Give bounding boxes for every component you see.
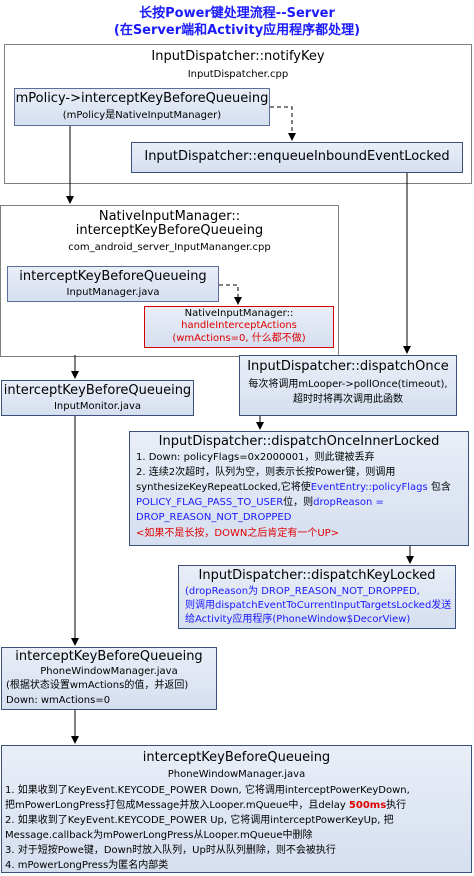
pwm-intercept-heading: interceptKeyBeforeQueueing <box>15 649 203 664</box>
input-monitor-file: InputMonitor.java <box>53 401 142 412</box>
pwm-power-line2-a: 把mPowerLongPress打包成Message并放入Looper.mQue… <box>5 800 349 811</box>
handle-intercept-line3: (wmActions=0, 什么都不做) <box>172 333 306 344</box>
dispatch-inner-box: InputDispatcher::dispatchOnceInnerLocked… <box>129 431 469 546</box>
pwm-intercept-line1: (根据状态设置wmActions的值，并返回) <box>6 680 189 691</box>
policy-flags-text: EventEntry::policyFlags <box>310 482 428 493</box>
pwm-intercept-line2: Down: wmActions=0 <box>6 695 111 706</box>
dispatch-key-line2: 则调用dispatchEventToCurrentInputTargetsLoc… <box>185 600 452 611</box>
handle-intercept-line2: handleInterceptActions <box>181 320 297 331</box>
pwm-power-file: PhoneWindowManager.java <box>167 769 306 780</box>
dispatch-once-line1: 每次将调用mLooper->pollOnce(timeout), <box>248 379 448 390</box>
bit-text: 位，则 <box>283 497 314 508</box>
input-monitor-heading: interceptKeyBeforeQueueing <box>3 383 192 398</box>
handle-intercept-actions-box: NativeInputManager:: handleInterceptActi… <box>144 306 334 348</box>
pwm-power-line2-c: 执行 <box>386 800 407 811</box>
dispatch-inner-line3: synthesizeKeyRepeatLocked,它将使EventEntry:… <box>136 481 451 495</box>
dispatch-inner-line6: <如果不是长按，DOWN之后肯定有一个UP> <box>136 528 340 539</box>
drop-reason-text: dropReason = <box>313 497 384 508</box>
input-monitor-box: interceptKeyBeforeQueueing InputMonitor.… <box>1 380 194 416</box>
dispatch-inner-line1: 1. Down: policyFlags=0x2000001，则此键被丢弃 <box>136 452 375 463</box>
dispatch-key-line3: 给Activity应用程序(PhoneWindow$DecorView) <box>185 614 411 625</box>
delay-500ms: 500ms <box>348 800 387 811</box>
dispatch-inner-line2: 2. 连续2次超时，队列为空，则表示长按Power键，则调用 <box>136 467 396 478</box>
dispatch-inner-heading: InputDispatcher::dispatchOnceInnerLocked <box>158 434 440 449</box>
dispatch-inner-line4: POLICY_FLAG_PASS_TO_USER位，则dropReason = <box>136 496 384 510</box>
policy-intercept-box: mPolicy->interceptKeyBeforeQueueing (mPo… <box>14 88 270 126</box>
pwm-power-line1: 1. 如果收到了KeyEvent.KEYCODE_POWER Down, 它将调… <box>5 785 410 796</box>
pwm-power-heading: interceptKeyBeforeQueueing <box>142 750 331 765</box>
input-manager-heading: interceptKeyBeforeQueueing <box>19 269 207 284</box>
handle-intercept-line1: NativeInputManager:: <box>184 308 294 319</box>
native-heading-2: interceptKeyBeforeQueueing <box>75 223 264 238</box>
dispatch-once-line2: 超时时将再次调用此函数 <box>293 394 403 405</box>
enqueue-inbound-heading: InputDispatcher::enqueueInboundEventLock… <box>144 149 450 164</box>
synthesize-text: synthesizeKeyRepeatLocked,它将使 <box>136 482 311 493</box>
pwm-intercept-box: interceptKeyBeforeQueueing PhoneWindowMa… <box>1 647 217 710</box>
pwm-power-line3: 2. 如果收到了KeyEvent.KEYCODE_POWER Up, 它将调用i… <box>5 815 394 826</box>
input-manager-file: InputManager.java <box>66 287 160 298</box>
pwm-power-line6: 4. mPowerLongPress为匿名内部类 <box>5 860 169 871</box>
dispatch-key-box: InputDispatcher::dispatchKeyLocked (drop… <box>178 565 456 629</box>
diagram-subtitle: (在Server端和Activity应用程序都处理) <box>113 23 361 38</box>
dispatch-inner-line5: DROP_REASON_NOT_DROPPED <box>136 512 292 523</box>
pwm-power-line2: 把mPowerLongPress打包成Message并放入Looper.mQue… <box>5 799 406 813</box>
pwm-intercept-file: PhoneWindowManager.java <box>40 666 178 677</box>
policy-intercept-note: (mPolicy是NativeInputManager) <box>62 110 222 121</box>
pwm-power-line5: 3. 对于短按Powe键，Down时放入队列，Up时从队列删除，则不会被执行 <box>5 845 336 856</box>
dispatch-key-line1: (dropReason为 DROP_REASON_NOT_DROPPED, <box>185 586 420 597</box>
policy-intercept-heading: mPolicy->interceptKeyBeforeQueueing <box>15 91 269 106</box>
contains-text: 包含 <box>427 482 451 493</box>
dispatch-key-heading: InputDispatcher::dispatchKeyLocked <box>198 568 436 583</box>
enqueue-inbound-box: InputDispatcher::enqueueInboundEventLock… <box>131 142 463 173</box>
notify-key-heading: InputDispatcher::notifyKey <box>151 49 325 64</box>
diagram-title: 长按Power键处理流程--Server <box>139 6 335 21</box>
pass-to-user-flag: POLICY_FLAG_PASS_TO_USER <box>136 497 284 508</box>
pwm-power-key-box: interceptKeyBeforeQueueing PhoneWindowMa… <box>1 745 472 873</box>
input-manager-box: interceptKeyBeforeQueueing InputManager.… <box>7 266 219 302</box>
notify-key-file: InputDispatcher.cpp <box>187 69 289 80</box>
dispatch-once-box: InputDispatcher::dispatchOnce 每次将调用mLoop… <box>239 355 457 416</box>
native-file: com_android_server_InputMananger.cpp <box>68 242 271 253</box>
dispatch-once-heading: InputDispatcher::dispatchOnce <box>247 359 449 374</box>
native-heading-1: NativeInputManager:: <box>98 209 241 224</box>
pwm-power-line4: Message.callback为mPowerLongPress从Looper.… <box>5 830 313 841</box>
